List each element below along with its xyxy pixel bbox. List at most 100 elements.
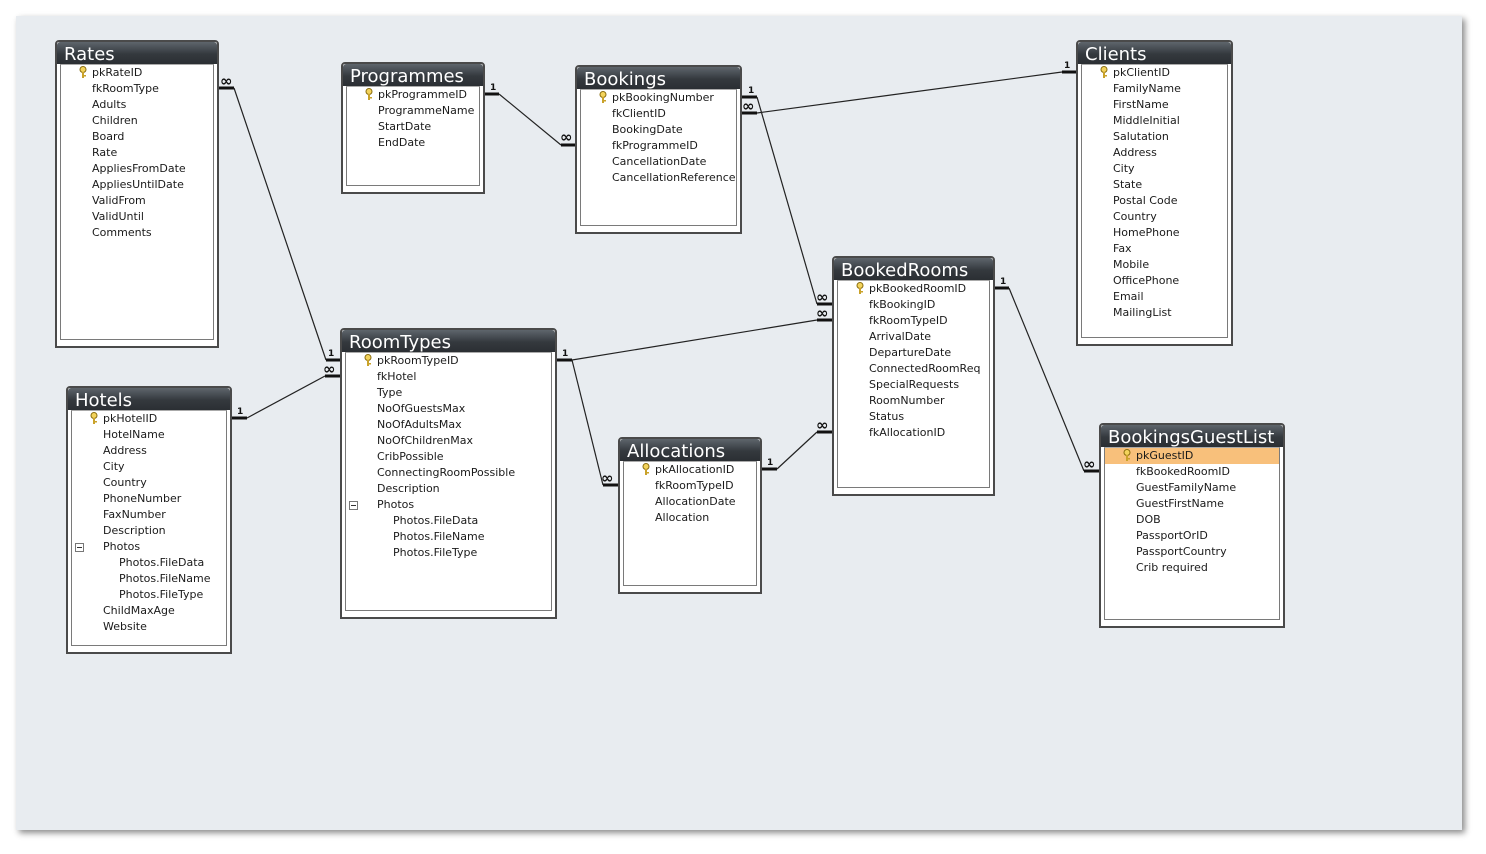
field-row[interactable]: OfficePhone bbox=[1082, 273, 1227, 289]
field-row[interactable]: fkRoomTypeID bbox=[838, 313, 989, 329]
field-row[interactable]: ValidFrom bbox=[61, 193, 213, 209]
field-row[interactable]: Status bbox=[838, 409, 989, 425]
field-row[interactable]: fkClientID bbox=[581, 106, 736, 122]
field-list[interactable]: pkRoomTypeID fkHotel Type NoOfGuestsMax … bbox=[345, 352, 552, 611]
field-row[interactable]: City bbox=[1082, 161, 1227, 177]
field-list[interactable]: pkAllocationID fkRoomTypeID AllocationDa… bbox=[623, 461, 757, 586]
field-list[interactable]: pkProgrammeID ProgrammeName StartDate En… bbox=[346, 86, 480, 186]
field-row[interactable]: Rate bbox=[61, 145, 213, 161]
table-title[interactable]: Allocations bbox=[620, 439, 760, 461]
field-row[interactable]: Email bbox=[1082, 289, 1227, 305]
field-row[interactable]: ChildMaxAge bbox=[72, 603, 226, 619]
field-row[interactable]: DOB bbox=[1105, 512, 1279, 528]
field-row[interactable]: City bbox=[72, 459, 226, 475]
field-row[interactable]: Photos.FileData bbox=[346, 513, 551, 529]
table-title[interactable]: Rates bbox=[57, 42, 217, 64]
field-row[interactable]: Photos.FileName bbox=[346, 529, 551, 545]
field-row[interactable]: Description bbox=[72, 523, 226, 539]
field-row[interactable]: ValidUntil bbox=[61, 209, 213, 225]
field-row[interactable]: StartDate bbox=[347, 119, 479, 135]
field-row[interactable]: MailingList bbox=[1082, 305, 1227, 321]
table-rates[interactable]: Rates pkRateID fkRoomType Adults Childre… bbox=[55, 40, 219, 348]
field-row[interactable]: AppliesFromDate bbox=[61, 161, 213, 177]
field-row[interactable]: Photos bbox=[72, 539, 226, 555]
field-row[interactable]: pkRateID bbox=[61, 65, 213, 81]
table-bookings[interactable]: Bookings pkBookingNumber fkClientID Book… bbox=[575, 65, 742, 234]
field-list[interactable]: pkHotelID HotelName Address City Country… bbox=[71, 410, 227, 646]
field-row[interactable]: NoOfAdultsMax bbox=[346, 417, 551, 433]
table-clients[interactable]: Clients pkClientID FamilyName FirstName … bbox=[1076, 40, 1233, 346]
field-row[interactable]: pkProgrammeID bbox=[347, 87, 479, 103]
table-title[interactable]: Programmes bbox=[343, 64, 483, 86]
table-title[interactable]: Clients bbox=[1078, 42, 1231, 64]
field-row-selected[interactable]: pkGuestID bbox=[1105, 448, 1279, 464]
field-row[interactable]: CribPossible bbox=[346, 449, 551, 465]
field-row[interactable]: Photos bbox=[346, 497, 551, 513]
field-row[interactable]: FamilyName bbox=[1082, 81, 1227, 97]
field-row[interactable]: SpecialRequests bbox=[838, 377, 989, 393]
table-bookingsguestlist[interactable]: BookingsGuestList pkGuestID fkBookedRoom… bbox=[1099, 423, 1285, 628]
field-row[interactable]: fkBookedRoomID bbox=[1105, 464, 1279, 480]
field-row[interactable]: MiddleInitial bbox=[1082, 113, 1227, 129]
field-row[interactable]: Country bbox=[72, 475, 226, 491]
field-row[interactable]: fkAllocationID bbox=[838, 425, 989, 441]
field-row[interactable]: Postal Code bbox=[1082, 193, 1227, 209]
field-row[interactable]: DepartureDate bbox=[838, 345, 989, 361]
field-row[interactable]: RoomNumber bbox=[838, 393, 989, 409]
field-row[interactable]: pkBookingNumber bbox=[581, 90, 736, 106]
field-row[interactable]: fkRoomType bbox=[61, 81, 213, 97]
collapse-icon[interactable] bbox=[75, 543, 84, 552]
field-row[interactable]: GuestFamilyName bbox=[1105, 480, 1279, 496]
table-title[interactable]: Hotels bbox=[68, 388, 230, 410]
field-row[interactable]: pkHotelID bbox=[72, 411, 226, 427]
field-row[interactable]: Board bbox=[61, 129, 213, 145]
field-row[interactable]: Children bbox=[61, 113, 213, 129]
field-row[interactable]: Photos.FileType bbox=[346, 545, 551, 561]
field-row[interactable]: pkClientID bbox=[1082, 65, 1227, 81]
field-row[interactable]: ArrivalDate bbox=[838, 329, 989, 345]
field-list[interactable]: pkRateID fkRoomType Adults Children Boar… bbox=[60, 64, 214, 340]
field-row[interactable]: EndDate bbox=[347, 135, 479, 151]
table-bookedrooms[interactable]: BookedRooms pkBookedRoomID fkBookingID f… bbox=[832, 256, 995, 496]
field-row[interactable]: NoOfGuestsMax bbox=[346, 401, 551, 417]
field-row[interactable]: Address bbox=[72, 443, 226, 459]
field-row[interactable]: Address bbox=[1082, 145, 1227, 161]
field-row[interactable]: pkBookedRoomID bbox=[838, 281, 989, 297]
field-list[interactable]: pkClientID FamilyName FirstName MiddleIn… bbox=[1081, 64, 1228, 338]
field-row[interactable]: PassportOrID bbox=[1105, 528, 1279, 544]
field-row[interactable]: AllocationDate bbox=[624, 494, 756, 510]
field-row[interactable]: Country bbox=[1082, 209, 1227, 225]
field-row[interactable]: Comments bbox=[61, 225, 213, 241]
field-row[interactable]: FaxNumber bbox=[72, 507, 226, 523]
field-row[interactable]: PassportCountry bbox=[1105, 544, 1279, 560]
table-title[interactable]: Bookings bbox=[577, 67, 740, 89]
table-title[interactable]: BookedRooms bbox=[834, 258, 993, 280]
field-row[interactable]: Fax bbox=[1082, 241, 1227, 257]
field-list[interactable]: pkBookedRoomID fkBookingID fkRoomTypeID … bbox=[837, 280, 990, 488]
table-roomtypes[interactable]: RoomTypes pkRoomTypeID fkHotel Type NoOf… bbox=[340, 328, 557, 619]
field-row[interactable]: ConnectedRoomReq bbox=[838, 361, 989, 377]
field-row[interactable]: CancellationReference bbox=[581, 170, 736, 186]
field-row[interactable]: ProgrammeName bbox=[347, 103, 479, 119]
field-list[interactable]: pkBookingNumber fkClientID BookingDate f… bbox=[580, 89, 737, 226]
table-title[interactable]: BookingsGuestList bbox=[1101, 425, 1283, 447]
field-row[interactable]: Allocation bbox=[624, 510, 756, 526]
field-row[interactable]: Salutation bbox=[1082, 129, 1227, 145]
field-row[interactable]: AppliesUntilDate bbox=[61, 177, 213, 193]
field-row[interactable]: Photos.FileType bbox=[72, 587, 226, 603]
field-row[interactable]: fkBookingID bbox=[838, 297, 989, 313]
field-row[interactable]: fkRoomTypeID bbox=[624, 478, 756, 494]
field-row[interactable]: CancellationDate bbox=[581, 154, 736, 170]
field-row[interactable]: PhoneNumber bbox=[72, 491, 226, 507]
field-row[interactable]: Photos.FileData bbox=[72, 555, 226, 571]
field-row[interactable]: NoOfChildrenMax bbox=[346, 433, 551, 449]
collapse-icon[interactable] bbox=[349, 501, 358, 510]
field-row[interactable]: HomePhone bbox=[1082, 225, 1227, 241]
field-row[interactable]: fkHotel bbox=[346, 369, 551, 385]
field-row[interactable]: ConnectingRoomPossible bbox=[346, 465, 551, 481]
field-row[interactable]: Type bbox=[346, 385, 551, 401]
field-row[interactable]: Website bbox=[72, 619, 226, 635]
field-row[interactable]: Photos.FileName bbox=[72, 571, 226, 587]
field-row[interactable]: GuestFirstName bbox=[1105, 496, 1279, 512]
field-row[interactable]: Description bbox=[346, 481, 551, 497]
